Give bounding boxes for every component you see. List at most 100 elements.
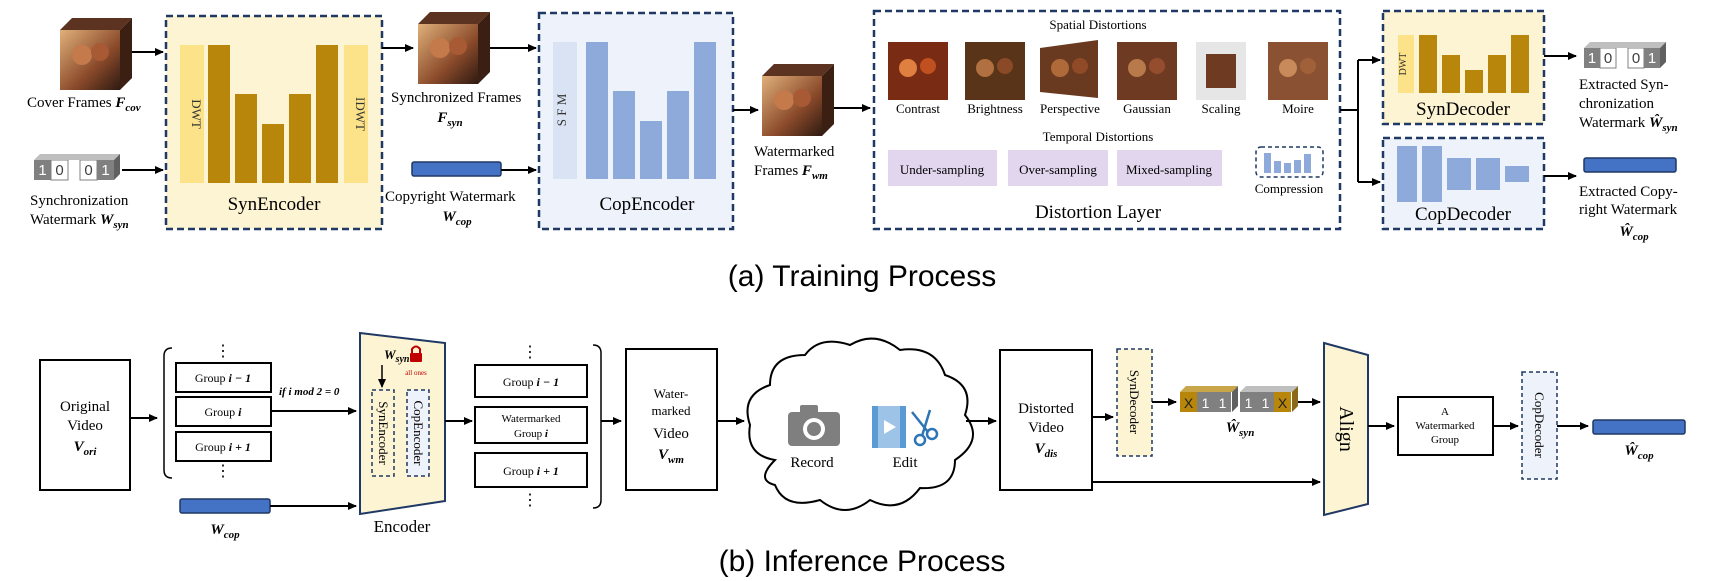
align-block	[1323, 341, 1369, 517]
synencoder-block: DWT IDWT SynEncoder	[164, 14, 384, 231]
temporal-label: Over-sampling	[1019, 162, 1097, 177]
thumb-moire	[1268, 42, 1328, 100]
ellipsis: ⋮	[215, 343, 231, 360]
lock-icon	[410, 345, 422, 362]
copdecoder-label: CopDecoder	[1415, 204, 1512, 225]
watermarked-video-label-3: Video	[653, 426, 689, 442]
out-group-next-box	[474, 452, 588, 488]
out-group-prev-box	[474, 364, 588, 398]
group-prev-label: Group i − 1	[195, 371, 251, 385]
a-group-label-3: Group	[1431, 434, 1460, 446]
syndecoder-block: DWT SynDecoder	[1381, 9, 1546, 126]
dwt-label: DWT	[1398, 53, 1409, 76]
training-caption: (a) Training Process	[728, 260, 996, 293]
encoder-w-syn: Wsyn	[384, 347, 410, 365]
watermarked-frames-label-1: Watermarked	[754, 144, 835, 160]
extracted-sync-label-2: chronization	[1579, 96, 1654, 112]
all-ones-label: all ones	[405, 369, 427, 377]
inference-syndecoder-box	[1116, 348, 1153, 457]
extracted-cop-label-2: right Watermark	[1579, 202, 1678, 218]
encoder-label: Encoder	[374, 517, 431, 536]
inference-copdecoder-box	[1521, 371, 1558, 480]
spatial-label: Moire	[1282, 101, 1314, 116]
inference-copdecoder-label: CopDecoder	[1532, 392, 1547, 458]
spatial-label: Contrast	[896, 101, 940, 116]
sync-watermark-label-2: Watermark Wsyn	[30, 212, 129, 231]
a-group-label-2: Watermarked	[1416, 420, 1475, 432]
bit: X	[1278, 395, 1288, 411]
out-group-current-box	[474, 406, 588, 444]
bit: 1	[1219, 395, 1227, 411]
spatial-label: Gaussian	[1123, 101, 1171, 116]
thumb-perspective	[1040, 40, 1098, 98]
spatial-label: Scaling	[1202, 101, 1241, 116]
bit: 1	[38, 162, 46, 179]
spatial-distortions-title: Spatial Distortions	[1049, 17, 1146, 32]
copyright-watermark-bar	[411, 161, 502, 177]
distorted-video-label-1: Distorted	[1018, 401, 1074, 417]
out-group-current-label-1: Watermarked	[502, 413, 561, 425]
thumb-contrast	[888, 42, 948, 100]
bit: X	[1184, 395, 1194, 411]
synchronized-frames-cube	[418, 12, 490, 84]
group-next-label: Group i + 1	[195, 440, 251, 454]
group-prev-box	[175, 362, 272, 393]
a-watermarked-group-box	[1397, 396, 1494, 456]
encoder-cop-label: CopEncoder	[411, 401, 426, 467]
copencoder-label: CopEncoder	[600, 194, 696, 215]
synencoder-label: SynEncoder	[228, 194, 322, 215]
w-syn-hat-bits: X 1 1 1 1 X	[1180, 386, 1298, 412]
w-cop-bar	[179, 498, 271, 514]
copyright-watermark-label: Copyright Watermark	[385, 189, 516, 205]
out-group-prev-label: Group i − 1	[503, 375, 559, 389]
bit: 0	[1632, 50, 1640, 67]
syndecoder-label: SynDecoder	[1416, 99, 1511, 120]
bit: 1	[1245, 395, 1253, 411]
watermarked-video-box	[625, 348, 718, 491]
distortion-layer-block: Spatial Distortions Contrast Brightness …	[872, 9, 1342, 231]
compression-label: Compression	[1255, 181, 1324, 196]
spatial-label: Perspective	[1040, 101, 1100, 116]
bit: 1	[101, 162, 109, 179]
thumb-brightness	[965, 42, 1025, 100]
distortion-layer-label: Distortion Layer	[1035, 202, 1162, 223]
cover-frames-label: Cover Frames Fcov	[27, 95, 141, 114]
sync-watermark-label-1: Synchronization	[30, 193, 129, 209]
bit: 1	[1202, 395, 1210, 411]
edit-label: Edit	[893, 455, 919, 471]
extracted-cop-bar	[1583, 157, 1677, 173]
cover-frames-cube	[60, 18, 132, 90]
ellipsis: ⋮	[522, 492, 538, 509]
watermarked-frames-cube	[762, 64, 834, 136]
distorted-video-symbol: Vdis	[1035, 441, 1058, 460]
bit: 1	[1648, 50, 1656, 67]
inference-caption: (b) Inference Process	[719, 545, 1006, 578]
distorted-video-box	[999, 349, 1093, 491]
encoder-block: Wsyn all ones SynEncoder CopEncoder Enco…	[359, 331, 446, 536]
synchronized-frames-label: Synchronized Frames	[391, 90, 522, 106]
watermarked-video-label-1: Water-	[654, 386, 689, 401]
out-group-current-label-2: Group i	[514, 428, 549, 440]
ellipsis: ⋮	[522, 344, 538, 361]
original-video-symbol: Vori	[74, 439, 98, 458]
extracted-sync-label-3: Watermark Ŵsyn	[1579, 114, 1678, 134]
spatial-label: Brightness	[967, 101, 1023, 116]
align-label: Align	[1335, 406, 1357, 452]
extracted-cop-label-1: Extracted Copy-	[1579, 184, 1678, 200]
extracted-sync-bits: 1 0 0 1	[1584, 42, 1666, 69]
bit: 0	[84, 162, 92, 179]
bit: 1	[1588, 50, 1596, 67]
ellipsis: ⋮	[215, 463, 231, 480]
w-cop-hat-symbol: Ŵcop	[1624, 442, 1654, 462]
bit: 0	[55, 162, 63, 179]
copdecoder-block: CopDecoder	[1381, 136, 1546, 231]
film-scissors-icon	[872, 406, 939, 448]
distorted-video-label-2: Video	[1028, 420, 1064, 436]
watermarked-video-label-2: marked	[652, 403, 691, 418]
temporal-distortions-title: Temporal Distortions	[1043, 129, 1154, 144]
idwt-label: IDWT	[353, 97, 368, 131]
bracket	[592, 344, 602, 509]
inference-syndecoder-label: SynDecoder	[1127, 370, 1142, 435]
bit: 0	[1604, 50, 1612, 67]
